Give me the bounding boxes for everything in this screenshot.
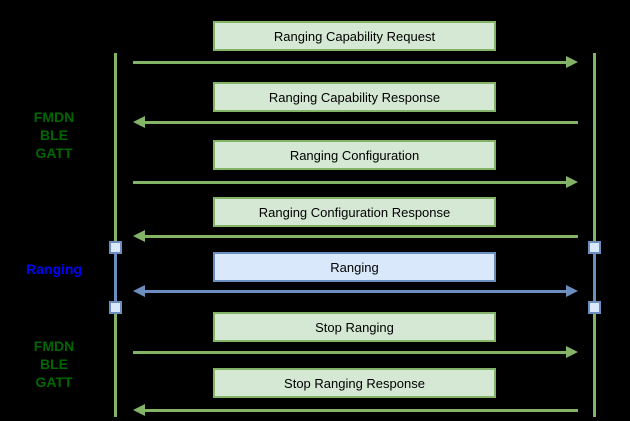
message-arrow-left [133,404,578,417]
message-label: Ranging Configuration Response [258,204,451,220]
activation-start-marker-right [588,241,601,254]
phase-label-line: BLE [40,356,68,372]
phase-label-line: BLE [40,127,68,143]
message-box-stop-ranging: Stop Ranging [213,312,496,342]
message-box-ranging-configuration-response: Ranging Configuration Response [213,197,496,227]
message-box-ranging: Ranging [213,252,496,282]
arrow-line [133,351,568,354]
lifeline-right [593,53,596,417]
lifeline-left [114,53,117,417]
phase-label-line: GATT [35,145,73,161]
arrow-line [143,290,568,293]
message-label: Ranging Configuration [289,147,420,163]
arrowhead-right-icon [566,176,578,188]
message-arrow-right [133,346,578,359]
phase-label-line: Ranging [26,261,82,277]
arrow-line [143,235,578,238]
message-arrow-right [133,56,578,69]
arrowhead-right-icon [566,285,578,297]
activation-start-marker-left [109,241,122,254]
message-label: Stop Ranging [315,319,394,335]
message-arrow-left [133,116,578,129]
phase-label-line: FMDN [33,109,75,125]
message-label: Ranging [330,259,379,275]
message-label: Stop Ranging Response [284,375,425,391]
arrowhead-left-icon [133,116,145,128]
activation-end-marker-right [588,301,601,314]
ranging-activation-segment-left [114,247,117,307]
arrowhead-right-icon [566,346,578,358]
phase-label-line: FMDN [33,338,75,354]
message-label: Ranging Capability Request [273,28,436,44]
phase-label-ranging: Ranging [14,260,94,278]
message-label: Ranging Capability Response [268,89,441,105]
arrowhead-left-icon [133,230,145,242]
message-box-stop-ranging-response: Stop Ranging Response [213,368,496,398]
phase-label-fmdn-ble-gatt-bottom: FMDN BLE GATT [14,337,94,391]
arrowhead-left-icon [133,404,145,416]
phase-label-fmdn-ble-gatt-top: FMDN BLE GATT [14,108,94,162]
arrow-line [133,61,568,64]
message-box-ranging-capability-response: Ranging Capability Response [213,82,496,112]
phase-label-line: GATT [35,374,73,390]
activation-end-marker-left [109,301,122,314]
ranging-activation-segment-right [593,247,596,307]
message-box-ranging-configuration: Ranging Configuration [213,140,496,170]
arrowhead-right-icon [566,56,578,68]
arrow-line [133,181,568,184]
message-box-ranging-capability-request: Ranging Capability Request [213,21,496,51]
message-arrow-bidirectional [133,285,578,298]
message-arrow-left [133,230,578,243]
arrowhead-left-icon [133,285,145,297]
arrow-line [143,409,578,412]
message-arrow-right [133,176,578,189]
arrow-line [143,121,578,124]
